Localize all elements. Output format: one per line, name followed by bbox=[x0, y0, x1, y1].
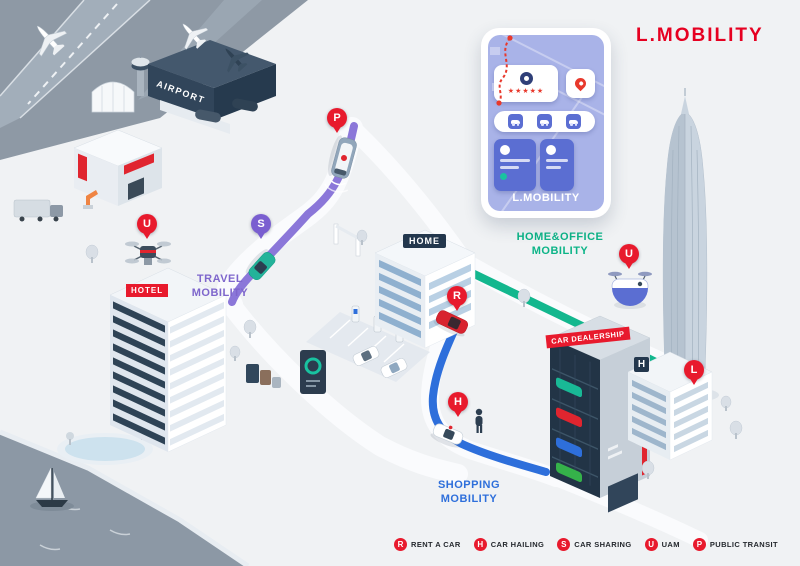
legend-badge: S bbox=[557, 538, 571, 551]
legend-label: CAR SHARING bbox=[574, 540, 632, 549]
text-line bbox=[546, 166, 562, 169]
legend-badge: R bbox=[394, 538, 407, 551]
hotel-windows-left bbox=[113, 301, 165, 445]
car-mode-icon bbox=[566, 114, 581, 129]
airport-shuttles bbox=[195, 98, 258, 123]
hotel-windows-right bbox=[170, 301, 224, 446]
shopping-mobility-label: SHOPPING MOBILITY bbox=[437, 479, 501, 506]
service-card bbox=[494, 139, 536, 191]
service-card bbox=[540, 139, 574, 191]
car-mode-icon bbox=[508, 114, 523, 129]
text-line bbox=[546, 159, 568, 162]
legend-label: UAM bbox=[661, 540, 680, 549]
legend-item-rent-a-car: R RENT A CAR bbox=[394, 538, 461, 551]
parked-car bbox=[380, 358, 408, 378]
h-building-sign: H bbox=[634, 357, 649, 372]
h-building-windows-left bbox=[632, 379, 666, 451]
trees bbox=[85, 229, 743, 479]
pin-public-transit: P bbox=[327, 108, 347, 133]
legend-item-public-transit: P PUBLIC TRANSIT bbox=[692, 538, 778, 551]
rental-car-red bbox=[433, 310, 469, 337]
legend-item-car-hailing: H CAR HAILING bbox=[473, 538, 545, 551]
route-mini-map bbox=[490, 35, 514, 106]
toll-gate bbox=[333, 223, 361, 257]
avatar bbox=[519, 72, 533, 85]
hotel-pond bbox=[57, 427, 153, 465]
legend-label: RENT A CAR bbox=[411, 540, 461, 549]
factory-building bbox=[73, 129, 163, 209]
legend-label: PUBLIC TRANSIT bbox=[709, 540, 778, 549]
airplane-icon bbox=[182, 23, 209, 50]
sailboat bbox=[30, 467, 74, 511]
service-icon bbox=[500, 145, 510, 155]
luggage bbox=[246, 364, 281, 388]
location-pin-icon bbox=[572, 75, 589, 92]
parked-car bbox=[352, 346, 380, 366]
pin-car-sharing: S bbox=[251, 214, 271, 239]
review-card: ★★★★★ bbox=[494, 65, 558, 102]
pin-lotte: L bbox=[684, 360, 704, 385]
legend-badge: H bbox=[473, 538, 487, 551]
h-building-windows-right bbox=[674, 381, 708, 453]
rating-stars: ★★★★★ bbox=[507, 88, 545, 95]
car-mode-icon bbox=[537, 114, 552, 129]
hailing-taxi bbox=[430, 423, 464, 448]
passenger-figure bbox=[475, 408, 483, 433]
legend-label: CAR HAILING bbox=[490, 540, 545, 549]
app-title: L.MOBILITY bbox=[512, 192, 580, 204]
info-kiosk bbox=[300, 350, 326, 394]
brand-title: L.MOBILITY bbox=[636, 25, 764, 46]
app-screen: ★★★★★ bbox=[488, 35, 604, 211]
pin-car-hailing: H bbox=[448, 392, 468, 417]
city-bus bbox=[324, 135, 357, 193]
uam-drone bbox=[125, 241, 171, 265]
phone-mockup: ★★★★★ bbox=[481, 28, 611, 218]
legend: R RENT A CAR H CAR HAILING S CAR SHARING… bbox=[394, 538, 778, 551]
travel-mobility-label: TRAVEL MOBILITY bbox=[191, 273, 249, 300]
shared-car-green bbox=[245, 249, 276, 281]
home-windows-left bbox=[379, 259, 421, 339]
skyscraper-tower bbox=[651, 88, 719, 403]
airplane-icon bbox=[36, 25, 68, 57]
control-tower bbox=[131, 50, 150, 96]
legend-badge: P bbox=[692, 538, 706, 551]
uam-aircraft bbox=[608, 271, 652, 309]
hotel-sign: HOTEL bbox=[126, 284, 169, 297]
legend-badge: U bbox=[644, 538, 658, 551]
legend-item-car-sharing: S CAR SHARING bbox=[557, 538, 631, 551]
service-icon bbox=[546, 145, 556, 155]
pin-rent-a-car: R bbox=[447, 286, 467, 311]
dealership-showcase bbox=[552, 348, 598, 486]
cargo-truck bbox=[13, 199, 63, 222]
accent-dot bbox=[500, 173, 507, 180]
airplane-icon-dark bbox=[225, 48, 249, 73]
pin-uam-tower: U bbox=[619, 244, 639, 269]
pin-uam-industrial: U bbox=[137, 214, 157, 239]
home-sign: HOME bbox=[403, 234, 446, 248]
shopping-route-blue bbox=[428, 296, 550, 476]
text-line bbox=[500, 159, 530, 162]
home-office-mobility-label: HOME&OFFICE MOBILITY bbox=[516, 231, 604, 258]
legend-item-uam: U UAM bbox=[644, 538, 680, 551]
mobility-mode-selector bbox=[494, 111, 595, 132]
text-line bbox=[500, 166, 519, 169]
airport-terminal-building bbox=[91, 40, 276, 134]
location-card bbox=[566, 69, 595, 98]
